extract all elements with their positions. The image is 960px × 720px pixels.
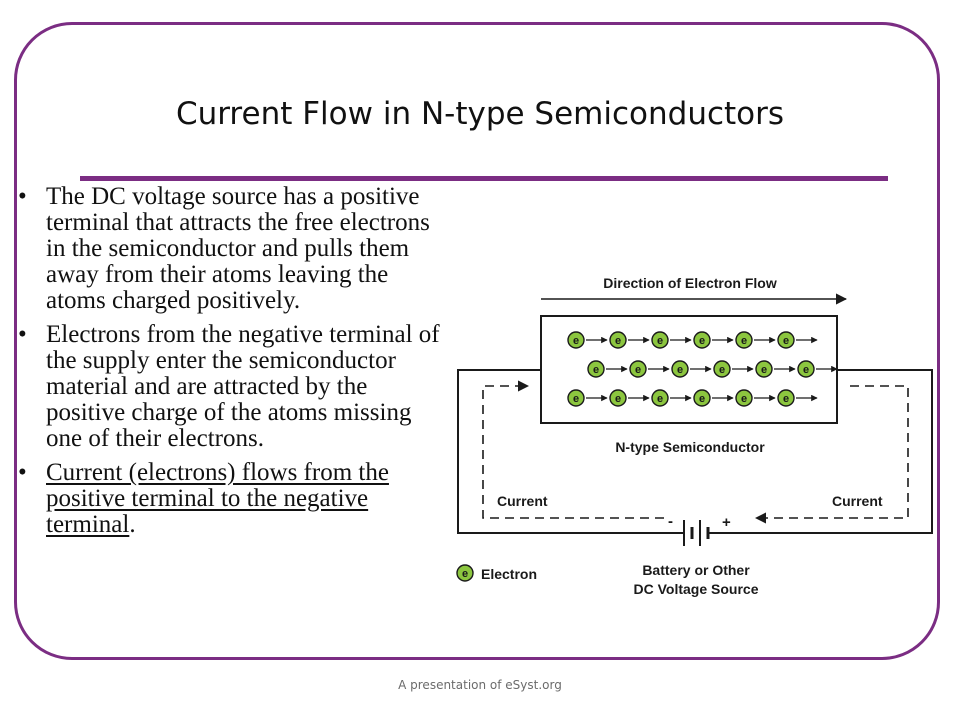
battery-minus-sign: - — [668, 513, 673, 530]
electron-symbol: e — [635, 364, 641, 376]
bullet-item: • Electrons from the negative terminal of… — [18, 322, 448, 452]
electron-symbol: e — [657, 393, 663, 405]
bullet-dot: • — [18, 183, 27, 210]
electron-icon — [713, 360, 731, 378]
electron-icon — [693, 389, 711, 407]
electron-symbol: e — [803, 364, 809, 376]
electron-icon — [797, 360, 815, 378]
bullet-dot: • — [18, 459, 27, 486]
legend-electron-symbol: e — [462, 568, 468, 580]
bullet-dot: • — [18, 321, 27, 348]
electron-symbol: e — [741, 393, 747, 405]
electron-icon — [651, 331, 669, 349]
current-label-right: Current — [832, 493, 883, 509]
slide-title: Current Flow in N-type Semiconductors — [175, 96, 785, 132]
electron-flow-label: Direction of Electron Flow — [603, 275, 777, 291]
electron-symbol: e — [741, 335, 747, 347]
legend-electron-icon — [456, 564, 474, 582]
current-path-left — [482, 380, 664, 519]
electron-symbol: e — [761, 364, 767, 376]
title-divider — [80, 176, 888, 181]
electron-symbol: e — [783, 393, 789, 405]
electron-symbol: e — [657, 335, 663, 347]
electron-symbol: e — [783, 335, 789, 347]
electron-symbol: e — [699, 335, 705, 347]
electron-icon — [755, 360, 773, 378]
electron-icon — [609, 331, 627, 349]
circuit-wire-right — [709, 369, 933, 534]
electron-symbol: e — [699, 393, 705, 405]
electron-icon — [567, 331, 585, 349]
electron-icon — [609, 389, 627, 407]
bullet-text: Electrons from the negative terminal of … — [46, 321, 440, 452]
electron-icon — [777, 331, 795, 349]
electron-icon — [735, 389, 753, 407]
electron-symbol: e — [677, 364, 683, 376]
bullet-text-underlined: Current (electrons) flows from the posit… — [46, 459, 389, 538]
electron-icon — [651, 389, 669, 407]
slide-frame — [14, 22, 940, 660]
electron-icon — [777, 389, 795, 407]
electron-icon — [735, 331, 753, 349]
electron-symbol: e — [719, 364, 725, 376]
circuit-wire-left — [457, 369, 684, 534]
bullet-list: • The DC voltage source has a positive te… — [18, 184, 448, 546]
bullet-text-suffix: . — [129, 511, 136, 538]
electron-symbol: e — [593, 364, 599, 376]
electron-icon — [671, 360, 689, 378]
electron-symbol: e — [573, 393, 579, 405]
electron-symbol: e — [615, 335, 621, 347]
battery-label-line2: DC Voltage Source — [634, 581, 759, 597]
legend-electron-label: Electron — [481, 566, 537, 582]
electron-symbol: e — [615, 393, 621, 405]
bullet-item: • Current (electrons) flows from the posi… — [18, 460, 448, 538]
current-label-left: Current — [497, 493, 548, 509]
footer-credit: A presentation of eSyst.org — [398, 678, 562, 692]
electron-icon — [629, 360, 647, 378]
electron-grid: e e e e e e e e e e e e e e e e e e — [567, 331, 838, 407]
electron-icon — [567, 389, 585, 407]
semiconductor-label: N-type Semiconductor — [615, 439, 765, 455]
current-path-right — [754, 385, 909, 524]
battery-label-line1: Battery or Other — [642, 562, 750, 578]
bullet-text: The DC voltage source has a positive ter… — [46, 183, 430, 314]
electron-icon — [693, 331, 711, 349]
battery-plus-sign: + — [722, 514, 731, 531]
electron-icon — [587, 360, 605, 378]
electron-symbol: e — [573, 335, 579, 347]
bullet-item: • The DC voltage source has a positive te… — [18, 184, 448, 314]
